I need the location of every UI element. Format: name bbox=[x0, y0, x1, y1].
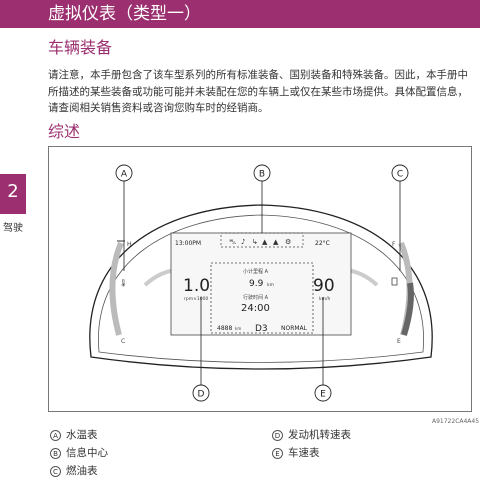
section-title-vehicle-equipment: 车辆装备 bbox=[48, 38, 113, 57]
section-title-overview: 综述 bbox=[48, 122, 81, 141]
callout-b-label: B bbox=[259, 170, 265, 180]
fuel-gauge-fill bbox=[401, 282, 414, 336]
rpm-value: 1.0 bbox=[183, 276, 210, 296]
clock-readout: 13:00PM bbox=[175, 240, 201, 247]
legend-item-d: D 发动机转速表 bbox=[272, 428, 351, 442]
callout-d-circle bbox=[192, 384, 210, 402]
fuel-pump-icon bbox=[391, 277, 398, 286]
intro-paragraph: 请注意，本手册包含了该车型系列的所有标准装备、国别装备和特殊装备。因此，本手册中… bbox=[48, 69, 468, 114]
coolant-temp-icon: 🌡 bbox=[119, 279, 128, 287]
legend-item-e: E 车速表 bbox=[272, 446, 320, 460]
legend-item-b: B 信息中心 bbox=[50, 446, 108, 460]
trip-label: 小计里程 A bbox=[243, 268, 269, 275]
legend-label-a: 水温表 bbox=[66, 429, 98, 441]
cluster-outer-bezel bbox=[89, 204, 433, 370]
speed-value: 90 bbox=[313, 276, 335, 296]
drive-time-value: 24:00 bbox=[241, 303, 270, 314]
legend-label-e: 车速表 bbox=[288, 447, 320, 459]
legend-label-c: 燃油表 bbox=[66, 465, 98, 477]
callout-a-circle bbox=[115, 164, 133, 182]
outside-temp-readout: 22°C bbox=[315, 240, 330, 247]
legend-item-a: A 水温表 bbox=[50, 428, 98, 442]
drive-time-label: 行驶时间 A bbox=[243, 294, 269, 301]
legend-key-e: E bbox=[272, 447, 283, 459]
instrument-cluster-figure: ⛍ ♪ ↳ ▲ ▲ ⚙ 13:00PM 22°C 1.0 rpm×1000 90… bbox=[48, 146, 472, 412]
trip-value: 9.9 bbox=[249, 279, 264, 289]
figure-code: A91722CA4A45 bbox=[432, 418, 480, 425]
legend-label-d: 发动机转速表 bbox=[288, 429, 351, 441]
car-icon: ⛍ bbox=[229, 238, 236, 246]
callout-d-label: D bbox=[198, 390, 205, 400]
callout-c-label: C bbox=[397, 170, 403, 180]
odometer-unit: km bbox=[235, 326, 241, 331]
temp-gauge-arc bbox=[109, 241, 124, 336]
page-title: 虚拟仪表（类型一） bbox=[48, 4, 201, 24]
trip-unit: km bbox=[267, 282, 274, 288]
callout-c-circle bbox=[391, 164, 409, 182]
fuel-empty-label: E bbox=[397, 338, 401, 345]
drive-mode: NORMAL bbox=[281, 325, 308, 332]
warning-icon-2: ▲ bbox=[273, 238, 279, 246]
lamp-icon: ♪ bbox=[241, 238, 245, 246]
speed-unit: km/h bbox=[319, 296, 331, 302]
odometer-value: 4888 bbox=[217, 325, 232, 332]
callout-b-circle bbox=[253, 164, 271, 182]
temp-cold-label: C bbox=[121, 338, 125, 345]
info-center-frame bbox=[210, 262, 314, 334]
rpm-unit: rpm×1000 bbox=[184, 296, 208, 302]
callout-e-circle bbox=[314, 384, 332, 402]
cluster-inner-bezel bbox=[98, 214, 424, 363]
chapter-label: 驾驶 bbox=[3, 223, 23, 234]
chapter-tab: 2 bbox=[0, 174, 26, 214]
legend-key-d: D bbox=[272, 429, 283, 441]
gear-indicator: D3 bbox=[255, 324, 268, 334]
legend-key-a: A bbox=[50, 429, 61, 441]
legend-label-b: 信息中心 bbox=[66, 447, 108, 459]
page-header: 虚拟仪表（类型一） bbox=[0, 0, 480, 28]
temp-hot-label: H bbox=[127, 241, 132, 248]
fuel-full-label: F bbox=[392, 241, 396, 248]
gear-icon: ⚙ bbox=[285, 238, 291, 246]
legend-item-c: C 燃油表 bbox=[50, 464, 98, 478]
instrument-cluster-illustration: ⛍ ♪ ↳ ▲ ▲ ⚙ 13:00PM 22°C 1.0 rpm×1000 90… bbox=[89, 164, 433, 402]
warning-icon-1: ▲ bbox=[262, 238, 268, 246]
callout-a-label: A bbox=[121, 170, 128, 180]
seatbelt-icon: ↳ bbox=[252, 238, 258, 246]
legend-key-c: C bbox=[50, 465, 61, 477]
legend-key-b: B bbox=[50, 447, 61, 459]
callout-e-label: E bbox=[320, 390, 326, 400]
chapter-number: 2 bbox=[7, 181, 19, 202]
